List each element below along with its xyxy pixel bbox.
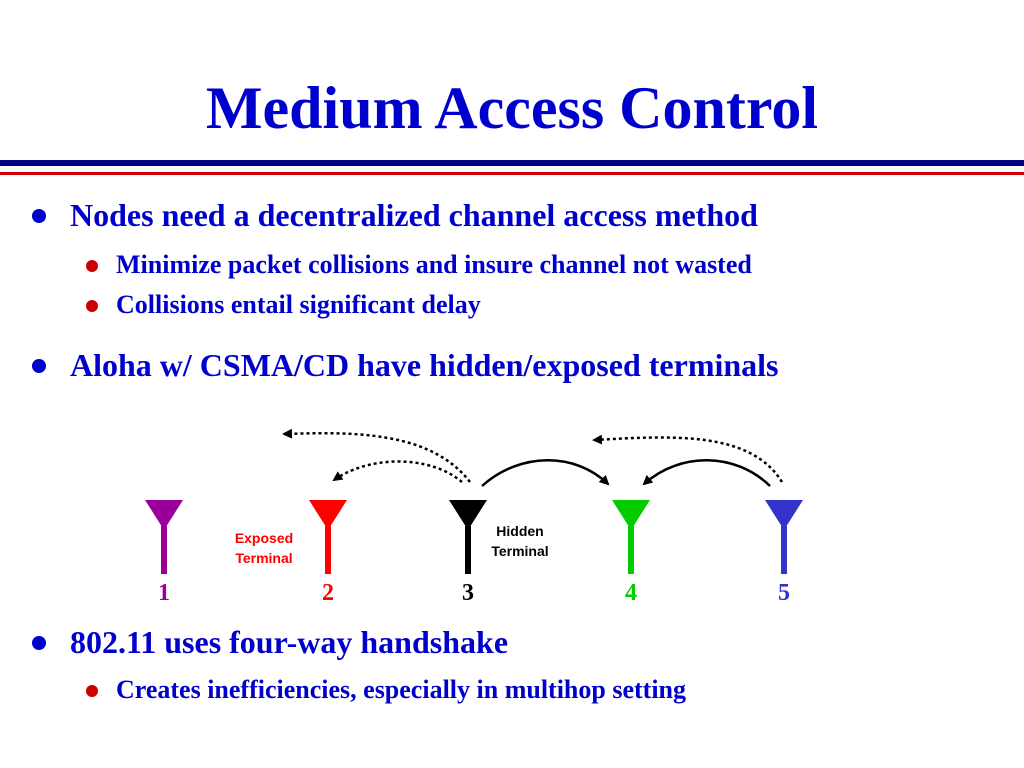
title-rule-red: [0, 172, 1024, 175]
antenna-2: [309, 500, 347, 574]
antenna-3-mast: [465, 526, 471, 574]
node-label-4: 4: [625, 580, 637, 606]
bullet-3: 802.11 uses four-way handshake: [32, 623, 509, 661]
dotted-arrow-3-to-2: [332, 460, 463, 483]
hidden-exposed-terminal-diagram: 1 2 3 4 5 Exposed Terminal Hidden Termin…: [145, 428, 803, 606]
page-title: Medium Access Control: [205, 75, 819, 141]
title-rule-blue: [0, 160, 1024, 166]
antenna-4-mast: [628, 526, 634, 574]
exposed-terminal-label-line2: Terminal: [235, 550, 292, 566]
solid-arrow-5-to-4: [642, 459, 771, 487]
bullet-1: Nodes need a decentralized channel acces…: [32, 196, 758, 234]
antenna-1: [145, 500, 183, 574]
bullet-1-text: Nodes need a decentralized channel acces…: [70, 197, 758, 233]
bullet-2: Aloha w/ CSMA/CD have hidden/exposed ter…: [32, 346, 779, 384]
bullet-dot: [32, 209, 46, 223]
exposed-terminal-label-line1: Exposed: [235, 530, 293, 546]
bullet-1-sub-2-text: Collisions entail significant delay: [116, 290, 481, 319]
antenna-2-mast: [325, 526, 331, 574]
node-label-1: 1: [158, 580, 170, 606]
node-label-5: 5: [778, 580, 790, 606]
bullet-1-sub-2: Collisions entail significant delay: [86, 289, 481, 321]
bullet-3-text: 802.11 uses four-way handshake: [70, 624, 509, 660]
dotted-arrow-3-far-left: [282, 428, 471, 483]
antenna-3: [449, 500, 487, 574]
antenna-5-mast: [781, 526, 787, 574]
node-label-2: 2: [322, 580, 334, 606]
bullet-dot: [32, 359, 46, 373]
sub-bullet-dot: [86, 685, 98, 697]
bullet-1-sub-1-text: Minimize packet collisions and insure ch…: [116, 250, 752, 279]
antenna-4-head: [612, 500, 650, 530]
bullet-1-sub-1: Minimize packet collisions and insure ch…: [86, 249, 752, 281]
hidden-terminal-label-line1: Hidden: [496, 523, 543, 539]
antenna-5: [765, 500, 803, 574]
antenna-2-head: [309, 500, 347, 530]
sub-bullet-dot: [86, 300, 98, 312]
antenna-1-mast: [161, 526, 167, 574]
antenna-3-head: [449, 500, 487, 530]
node-label-3: 3: [462, 580, 474, 606]
hidden-terminal-label-line2: Terminal: [491, 543, 548, 559]
bullet-3-sub-1-text: Creates inefficiencies, especially in mu…: [116, 675, 687, 704]
bullet-2-text: Aloha w/ CSMA/CD have hidden/exposed ter…: [70, 347, 779, 383]
antenna-4: [612, 500, 650, 574]
antenna-1-head: [145, 500, 183, 530]
bullet-dot: [32, 636, 46, 650]
dotted-arrow-5-left: [592, 434, 784, 483]
sub-bullet-dot: [86, 260, 98, 272]
antenna-5-head: [765, 500, 803, 530]
solid-arrow-3-to-4: [481, 459, 610, 487]
bullet-3-sub-1: Creates inefficiencies, especially in mu…: [86, 674, 687, 706]
